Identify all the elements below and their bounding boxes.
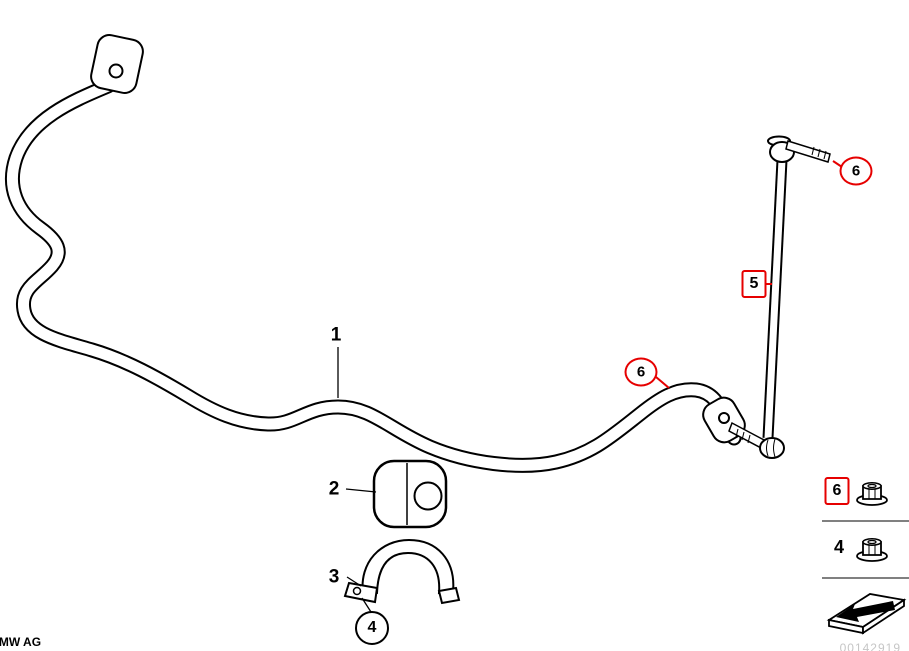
stabilizer-link-drawing [728, 135, 831, 459]
leader-lines [337, 347, 377, 613]
bar-eyelet-drawing [90, 34, 144, 94]
callout-5-swing-support[interactable]: 5 [741, 270, 767, 298]
callout-2-rubber-mount[interactable]: 2 [328, 478, 340, 500]
callout-6-nut-top[interactable]: 6 [839, 156, 873, 186]
copyright-text: © BMW AG [0, 635, 42, 649]
callout-1-stabilizer-bar[interactable]: 1 [330, 324, 342, 346]
stabilizer-bar-drawing [5, 78, 742, 473]
bushing-drawing [372, 459, 448, 529]
diagram-number-text: 00142919 [839, 641, 901, 651]
direction-arrow-icon [826, 593, 907, 635]
flange-nut-icon [856, 482, 888, 506]
callout-3-bracket[interactable]: 3 [328, 566, 340, 588]
flange-nut-icon [856, 538, 888, 562]
callout-4-nut[interactable]: 4 [355, 611, 389, 645]
callout-6-nut-mid[interactable]: 6 [624, 357, 658, 387]
legend-item-6-label[interactable]: 6 [824, 477, 850, 505]
legend-dividers [822, 520, 909, 579]
bracket-drawing [343, 538, 461, 605]
legend-item-4-label[interactable]: 4 [833, 537, 845, 557]
